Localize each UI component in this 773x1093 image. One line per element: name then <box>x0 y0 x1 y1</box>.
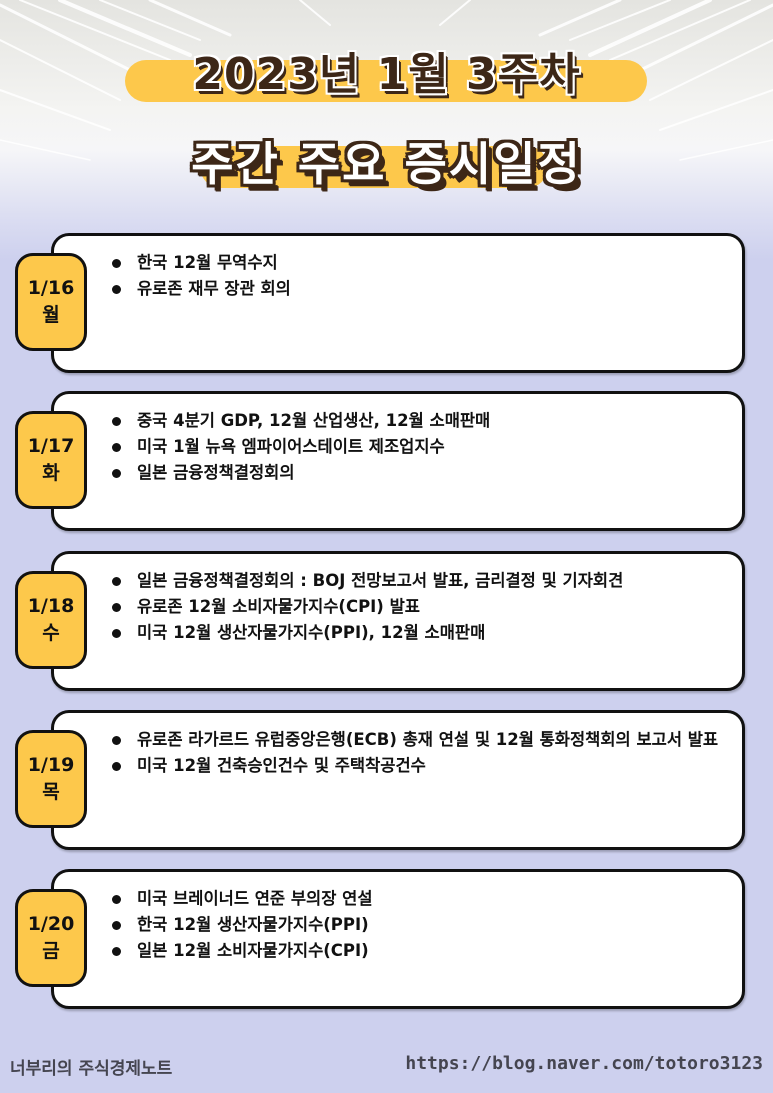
day-card-fri: 미국 브레이너드 연준 부의장 연설 한국 12월 생산자물가지수(PPI) 일… <box>0 869 773 1009</box>
date-label: 1/16 <box>27 277 75 299</box>
date-label: 1/19 <box>27 754 75 776</box>
title-highlight-bar <box>125 60 647 102</box>
weekday-label: 월 <box>42 304 60 326</box>
list-item: 유로존 라가르드 유럽중앙은행(ECB) 총재 연설 및 12월 통화정책회의 … <box>107 727 727 753</box>
schedule-card: 유로존 라가르드 유럽중앙은행(ECB) 총재 연설 및 12월 통화정책회의 … <box>51 710 745 850</box>
day-card-mon: 한국 12월 무역수지 유로존 재무 장관 회의 1/16 월 <box>0 233 773 373</box>
list-item: 중국 4분기 GDP, 12월 산업생산, 12월 소매판매 <box>107 408 727 434</box>
list-item: 일본 12월 소비자물가지수(CPI) <box>107 938 727 964</box>
page-title-week: 2023년 1월 3주차 <box>192 49 581 100</box>
title-line-2-block: 주간 주요 증시일정 <box>0 128 773 198</box>
list-item: 한국 12월 생산자물가지수(PPI) <box>107 912 727 938</box>
footer-author: 너부리의 주식경제노트 <box>10 1059 173 1079</box>
list-item: 미국 브레이너드 연준 부의장 연설 <box>107 886 727 912</box>
event-list: 한국 12월 무역수지 유로존 재무 장관 회의 <box>107 250 727 302</box>
subtitle-highlight-bar <box>200 146 548 188</box>
list-item: 한국 12월 무역수지 <box>107 250 727 276</box>
date-label: 1/20 <box>27 913 75 935</box>
date-badge: 1/20 금 <box>15 889 87 987</box>
weekday-label: 목 <box>42 781 60 803</box>
day-card-tue: 중국 4분기 GDP, 12월 산업생산, 12월 소매판매 미국 1월 뉴욕 … <box>0 391 773 531</box>
event-list: 유로존 라가르드 유럽중앙은행(ECB) 총재 연설 및 12월 통화정책회의 … <box>107 727 727 779</box>
schedule-card: 일본 금융정책결정회의 : BOJ 전망보고서 발표, 금리결정 및 기자회견 … <box>51 551 745 691</box>
list-item: 유로존 재무 장관 회의 <box>107 276 727 302</box>
event-list: 미국 브레이너드 연준 부의장 연설 한국 12월 생산자물가지수(PPI) 일… <box>107 886 727 964</box>
date-label: 1/18 <box>27 595 75 617</box>
list-item: 일본 금융정책결정회의 <box>107 460 727 486</box>
list-item: 미국 1월 뉴욕 엠파이어스테이트 제조업지수 <box>107 434 727 460</box>
date-label: 1/17 <box>27 435 75 457</box>
list-item: 미국 12월 건축승인건수 및 주택착공건수 <box>107 753 727 779</box>
date-badge: 1/17 화 <box>15 411 87 509</box>
day-card-thu: 유로존 라가르드 유럽중앙은행(ECB) 총재 연설 및 12월 통화정책회의 … <box>0 710 773 850</box>
list-item: 유로존 12월 소비자물가지수(CPI) 발표 <box>107 594 727 620</box>
event-list: 중국 4분기 GDP, 12월 산업생산, 12월 소매판매 미국 1월 뉴욕 … <box>107 408 727 486</box>
event-list: 일본 금융정책결정회의 : BOJ 전망보고서 발표, 금리결정 및 기자회견 … <box>107 568 727 646</box>
weekday-label: 화 <box>42 462 60 484</box>
list-item: 미국 12월 생산자물가지수(PPI), 12월 소매판매 <box>107 620 727 646</box>
day-card-wed: 일본 금융정책결정회의 : BOJ 전망보고서 발표, 금리결정 및 기자회견 … <box>0 551 773 691</box>
schedule-card: 한국 12월 무역수지 유로존 재무 장관 회의 <box>51 233 745 373</box>
list-item: 일본 금융정책결정회의 : BOJ 전망보고서 발표, 금리결정 및 기자회견 <box>107 568 727 594</box>
title-line-1-block: 2023년 1월 3주차 <box>0 38 773 108</box>
schedule-card: 중국 4분기 GDP, 12월 산업생산, 12월 소매판매 미국 1월 뉴욕 … <box>51 391 745 531</box>
page-subtitle: 주간 주요 증시일정 <box>191 137 582 191</box>
footer-blog-link[interactable]: https://blog.naver.com/totoro3123 <box>405 1053 763 1074</box>
date-badge: 1/16 월 <box>15 253 87 351</box>
date-badge: 1/18 수 <box>15 571 87 669</box>
date-badge: 1/19 목 <box>15 730 87 828</box>
schedule-card: 미국 브레이너드 연준 부의장 연설 한국 12월 생산자물가지수(PPI) 일… <box>51 869 745 1009</box>
weekday-label: 금 <box>42 940 60 962</box>
weekday-label: 수 <box>42 622 60 644</box>
